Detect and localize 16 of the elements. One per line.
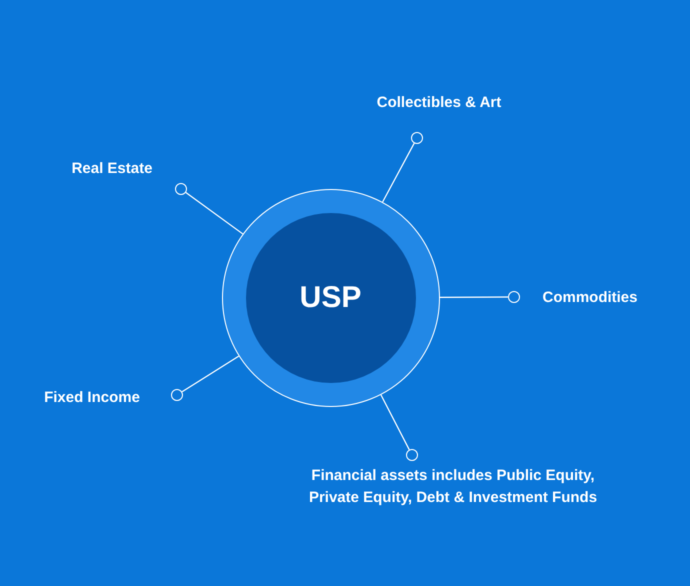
endpoint-dot	[411, 132, 423, 144]
connector-line	[440, 296, 508, 298]
category-label: Fixed Income	[43, 388, 141, 408]
category-label: Financial assets includes Public Equity, Private Equity, Debt & Investment Funds	[308, 466, 598, 508]
category-label: Commodities	[541, 288, 638, 308]
center-title: USP	[300, 280, 362, 314]
connector-line	[186, 192, 244, 234]
connector-line	[380, 394, 410, 450]
connector-line	[182, 356, 240, 392]
endpoint-dot	[508, 291, 520, 303]
endpoint-dot	[171, 389, 183, 401]
category-label: Real Estate	[70, 159, 154, 179]
endpoint-dot	[406, 449, 418, 461]
connector-line	[382, 143, 415, 202]
endpoint-dot	[175, 183, 187, 195]
category-label: Collectibles & Art	[376, 93, 502, 113]
